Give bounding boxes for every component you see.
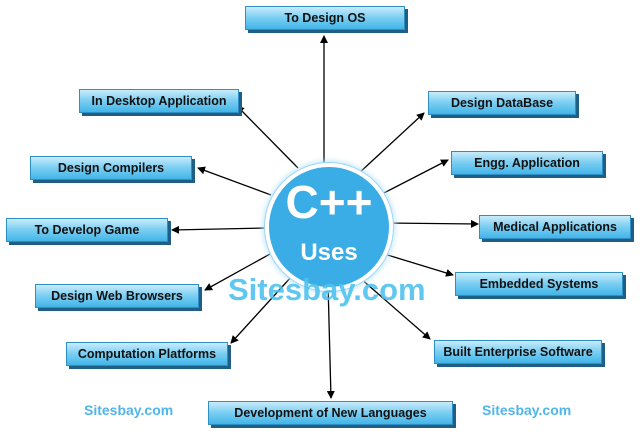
- use-medical-applications: Medical Applications: [479, 215, 631, 239]
- arrow-design-compilers: [197, 166, 272, 196]
- use-new-languages: Development of New Languages: [208, 401, 453, 425]
- arrow-engg-application: [377, 159, 449, 197]
- arrow-develop-game: [171, 225, 266, 234]
- use-design-database: Design DataBase: [428, 91, 576, 115]
- arrow-embedded-systems: [380, 252, 454, 277]
- watermark-right: Sitesbay.com: [482, 402, 572, 418]
- arrow-enterprise-software: [359, 277, 431, 340]
- arrow-group: [171, 35, 479, 399]
- use-to-design-os: To Design OS: [245, 6, 405, 30]
- arrow-design-database: [357, 112, 425, 175]
- arrow-computation-platforms: [230, 275, 293, 344]
- arrow-web-browsers: [204, 253, 271, 291]
- use-computation-platforms: Computation Platforms: [66, 342, 228, 366]
- use-develop-game: To Develop Game: [6, 218, 168, 242]
- arrow-medical-applications: [384, 219, 479, 228]
- use-embedded-systems: Embedded Systems: [455, 272, 623, 296]
- cpp-uses-hub: C++ Uses: [265, 163, 393, 291]
- hub-title: C++: [285, 176, 373, 228]
- use-web-browsers: Design Web Browsers: [35, 284, 199, 308]
- use-design-compilers: Design Compilers: [30, 156, 192, 180]
- hub-subtitle: Uses: [300, 239, 358, 266]
- watermark-center: Sitesbay.com: [228, 272, 426, 307]
- use-engg-application: Engg. Application: [451, 151, 603, 175]
- use-enterprise-software: Built Enterprise Software: [434, 340, 602, 364]
- arrow-desktop-application: [236, 105, 299, 169]
- use-desktop-application: In Desktop Application: [79, 89, 239, 113]
- watermark-left: Sitesbay.com: [84, 402, 174, 418]
- arrow-new-languages: [326, 282, 335, 399]
